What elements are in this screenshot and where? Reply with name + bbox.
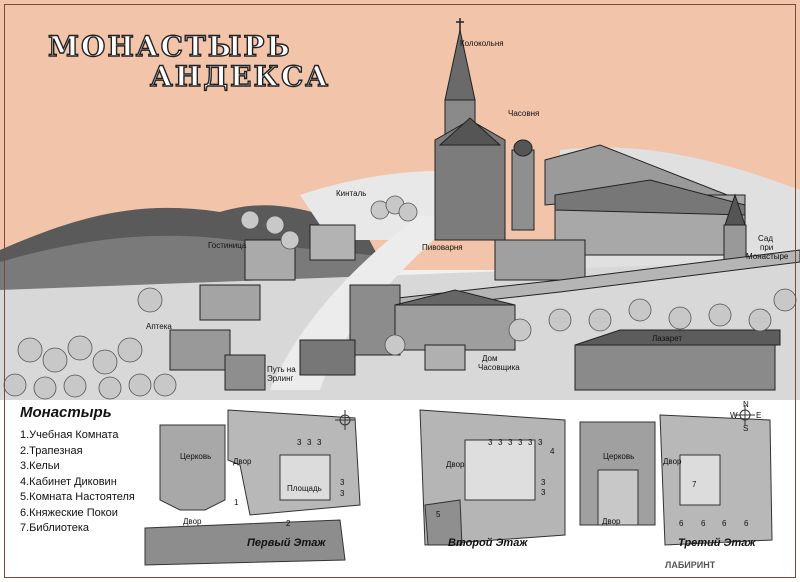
compass-e: E bbox=[756, 411, 762, 420]
legend-item: 7.Библиотека bbox=[20, 522, 89, 534]
room-3-f1: 3 bbox=[297, 438, 302, 447]
room-3-f2: 3 bbox=[488, 438, 493, 447]
room-4-f2: 4 bbox=[550, 447, 555, 456]
label-watchmaker-1: Дом bbox=[482, 354, 498, 363]
compass-n: N bbox=[743, 400, 749, 409]
room-square-f1: Площадь bbox=[287, 484, 322, 493]
label-kintal: Кинталь bbox=[336, 189, 367, 198]
label-bell-tower: Колокольня bbox=[460, 39, 504, 48]
floor-caption-2: Второй Этаж bbox=[448, 537, 528, 549]
room-yard-f1-top: Двор bbox=[233, 457, 252, 466]
watermark: ЛАБИРИНТ bbox=[665, 560, 716, 570]
label-infirmary: Лазарет bbox=[652, 334, 683, 343]
room-yard-f2: Двор bbox=[446, 460, 465, 469]
room-3-f2: 3 bbox=[528, 438, 533, 447]
legend-item: 5.Комната Настоятеля bbox=[20, 491, 135, 503]
floor-caption-1: Первый Этаж bbox=[247, 537, 326, 549]
legend-title: Монастырь bbox=[20, 404, 112, 421]
room-3-f1: 3 bbox=[317, 438, 322, 447]
label-road-2: Эрлинг bbox=[267, 374, 294, 383]
room-church-f3: Церковь bbox=[603, 452, 635, 461]
map-title-line-1: МОНАСТЫРЬ bbox=[47, 29, 292, 63]
room-3-f2: 3 bbox=[541, 478, 546, 487]
room-1-f1: 1 bbox=[234, 498, 239, 507]
room-6-f3: 6 bbox=[744, 519, 749, 528]
room-7-f3: 7 bbox=[692, 480, 697, 489]
brewery bbox=[494, 239, 586, 281]
room-church-f1: Церковь bbox=[180, 452, 212, 461]
room-6-f3: 6 bbox=[722, 519, 727, 528]
floor-plan-1 bbox=[144, 409, 361, 566]
room-3-f1: 3 bbox=[340, 478, 345, 487]
legend-item: 4.Кабинет Диковин bbox=[20, 475, 117, 488]
legend-list: 1.Учебная Комната 2.Трапезная 3.Кельи 4.… bbox=[20, 428, 135, 537]
label-garden-3: Монастыре bbox=[746, 252, 789, 261]
room-2-f1: 2 bbox=[286, 519, 291, 528]
floor-caption-3: Третий Этаж bbox=[678, 537, 756, 549]
label-brewery: Пивоварня bbox=[422, 243, 463, 252]
compass-s: S bbox=[743, 424, 749, 433]
chapel-tower bbox=[511, 149, 535, 231]
label-garden-2: при bbox=[760, 243, 774, 252]
legend-item: 6.Княжеские Покои bbox=[20, 506, 118, 519]
label-pharmacy: Аптека bbox=[146, 322, 172, 331]
room-yard-f3-top: Двор bbox=[663, 457, 682, 466]
label-garden-1: Сад bbox=[758, 234, 773, 243]
room-3-f1: 3 bbox=[340, 489, 345, 498]
infirmary bbox=[574, 344, 776, 391]
compass-w: W bbox=[730, 411, 738, 420]
room-3-f2: 3 bbox=[538, 438, 543, 447]
floor-plan-2 bbox=[419, 409, 566, 546]
room-3-f2: 3 bbox=[518, 438, 523, 447]
room-6-f3: 6 bbox=[679, 519, 684, 528]
label-road-1: Путь на bbox=[267, 365, 296, 374]
map-title-line-2: АНДЕКСА bbox=[149, 59, 331, 93]
room-yard-f3-bottom: Двор bbox=[602, 517, 621, 526]
room-3-f2: 3 bbox=[498, 438, 503, 447]
room-5-f2: 5 bbox=[436, 510, 441, 519]
floor-plan-3 bbox=[579, 414, 773, 546]
legend-item: 1.Учебная Комната bbox=[20, 429, 119, 441]
room-3-f2: 3 bbox=[541, 488, 546, 497]
label-watchmaker-2: Часовщика bbox=[478, 363, 520, 372]
compass-rose-icon bbox=[335, 405, 755, 430]
room-3-f1: 3 bbox=[307, 438, 312, 447]
room-yard-f1-bottom: Двор bbox=[183, 517, 202, 526]
label-inn: Гостиница bbox=[208, 241, 247, 250]
legend-item: 3.Кельи bbox=[20, 460, 60, 472]
legend-item: 2.Трапезная bbox=[20, 444, 83, 457]
room-3-f2: 3 bbox=[508, 438, 513, 447]
room-6-f3: 6 bbox=[701, 519, 706, 528]
label-chapel: Часовня bbox=[508, 109, 540, 118]
